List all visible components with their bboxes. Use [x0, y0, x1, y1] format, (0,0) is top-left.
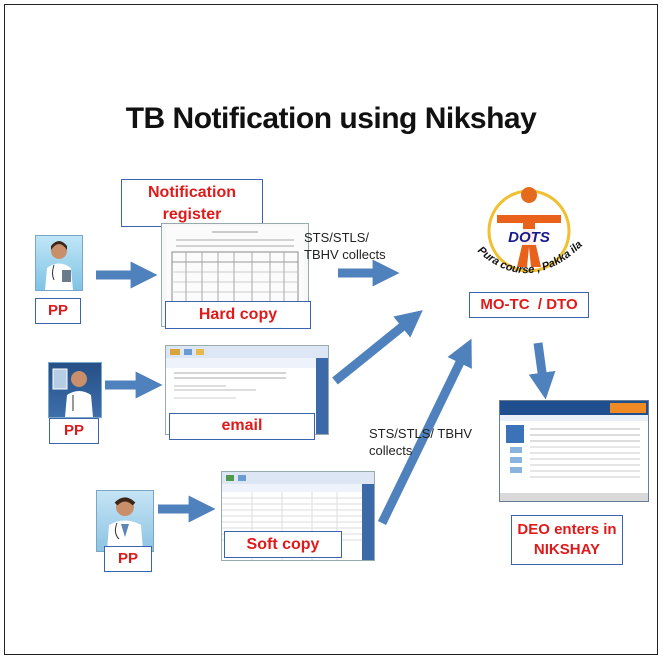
arrow-dots-to-nikshay: [528, 342, 556, 400]
collects-text-1: STS/STLS/ TBHV collects: [304, 230, 386, 262]
doctor-female-icon: [35, 235, 83, 291]
mo-tc-dto-label: MO-TC / DTO: [469, 292, 589, 318]
notification-register-label: Notification register: [121, 179, 263, 227]
doctor-xray-icon: [48, 362, 102, 418]
dots-logo-text: DOTS: [508, 229, 550, 246]
soft-copy-label: Soft copy: [224, 531, 342, 558]
flow-arrows: [96, 259, 556, 525]
arrow-softcopy-to-dots: [377, 338, 472, 525]
collects-text-2: STS/STLS/ TBHV collects: [369, 426, 473, 458]
hard-copy-label: Hard copy: [165, 301, 311, 329]
arrow-email-to-dots: [332, 310, 423, 385]
dots-logo: DOTS Pura course , Pakka ilaaj: [463, 172, 597, 297]
slide: TB Notification using Nikshay Notificati…: [4, 4, 658, 655]
email-label: email: [169, 413, 315, 440]
pp-label-2: PP: [49, 418, 99, 444]
pp-label-3: PP: [104, 546, 152, 572]
deo-enters-nikshay-label: DEO enters in NIKSHAY: [511, 515, 623, 565]
doctor-male-icon: [96, 490, 154, 552]
pp-label-1: PP: [35, 298, 81, 324]
nikshay-website-screenshot: [499, 400, 649, 502]
slide-title: TB Notification using Nikshay: [125, 102, 537, 135]
